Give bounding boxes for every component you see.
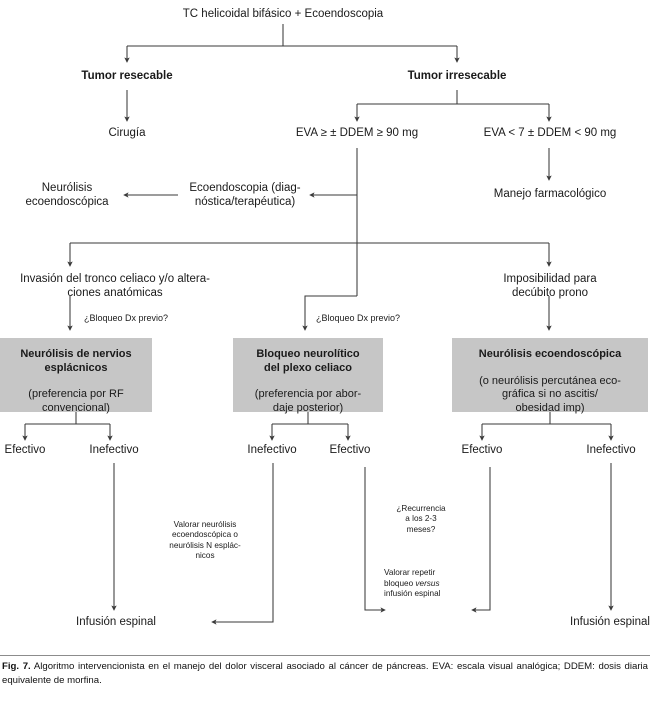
terminal-infusion-espinal-right: Infusión espinal bbox=[570, 616, 650, 628]
node-invasion-tronco-celiaco: Invasión del tronco celiaco y/o altera- … bbox=[20, 273, 210, 299]
outcome-left-ineffective: Inefectivo bbox=[89, 444, 139, 456]
node-manejo-farmacologico: Manejo farmacológico bbox=[493, 188, 607, 200]
flowchart-connectors bbox=[22, 24, 614, 625]
treatment-box-subtitle: (o neurólisis percutánea eco- gráfica si… bbox=[479, 375, 621, 414]
annotation-valorar-repetir-versus: versus bbox=[415, 578, 440, 588]
node-tumor-resecable: Tumor resecable bbox=[81, 70, 173, 82]
treatment-box-title: Bloqueo neurolítico del plexo celiaco bbox=[256, 348, 360, 374]
treatment-box-neurolisis-nervios-esplacnicos[interactable]: Neurólisis de nervios esplácnicos (prefe… bbox=[0, 338, 152, 414]
node-tumor-irresecable: Tumor irresecable bbox=[407, 70, 507, 82]
edge-middle-ineffective-to-valorar bbox=[364, 467, 386, 613]
treatment-box-subtitle: (preferencia por abor- daje posterior) bbox=[254, 388, 362, 414]
terminal-infusion-espinal-left: Infusión espinal bbox=[76, 616, 156, 628]
figure-label: Fig. 7. bbox=[2, 661, 31, 672]
annotation-valorar-repetir-pre: Valorar repetir bloqueo bbox=[384, 568, 436, 588]
outcome-middle-ineffective: Inefectivo bbox=[247, 444, 297, 456]
outcome-right-effective: Efectivo bbox=[461, 444, 503, 456]
node-root: TC helicoidal bifásico + Ecoendoscopia bbox=[182, 8, 384, 20]
annotation-valorar-repetir-post: infusión espinal bbox=[384, 588, 441, 598]
outcome-right-ineffective: Inefectivo bbox=[586, 444, 636, 456]
node-cirugia: Cirugía bbox=[108, 127, 146, 139]
figure-caption: Fig. 7. Algoritmo intervencionista en el… bbox=[2, 660, 648, 688]
annotation-valorar-neurolisis: Valorar neurólisis ecoendoscópica o neur… bbox=[169, 520, 241, 560]
edge-middle-effective-to-valorar bbox=[471, 467, 491, 613]
treatment-box-neurolisis-ecoendoscopica[interactable]: Neurólisis ecoendoscópica (o neurólisis … bbox=[452, 338, 648, 414]
treatment-box-bloqueo-neurolitico-plexo-celiaco[interactable]: Bloqueo neurolítico del plexo celiaco (p… bbox=[233, 338, 383, 414]
outcome-left-effective: Efectivo bbox=[4, 444, 46, 456]
outcome-middle-effective: Efectivo bbox=[329, 444, 371, 456]
label-bloqueo-dx-previo-left: ¿Bloqueo Dx previo? bbox=[84, 313, 169, 323]
figure-caption-text: Algoritmo intervencionista en el manejo … bbox=[2, 661, 648, 686]
annotation-recurrencia: ¿Recurrencia a los 2-3 meses? bbox=[396, 504, 446, 534]
treatment-box-title: Neurólisis ecoendoscópica bbox=[478, 348, 622, 361]
treatment-box-title: Neurólisis de nervios esplácnicos bbox=[20, 348, 132, 374]
flowchart-diagram: TC helicoidal bifásico + Ecoendoscopia T… bbox=[0, 8, 650, 628]
annotation-valorar-repetir: Valorar repetir bloqueo versus infusión … bbox=[384, 558, 474, 599]
caption-divider bbox=[0, 655, 650, 656]
node-neurolisis-ecoendoscopica-left: Neurólisis ecoendoscópica bbox=[25, 182, 109, 208]
node-eva-alto: EVA ≥ ± DDEM ≥ 90 mg bbox=[295, 127, 419, 139]
node-imposibilidad-decubito: Imposibilidad para decúbito prono bbox=[503, 273, 597, 299]
label-bloqueo-dx-previo-middle: ¿Bloqueo Dx previo? bbox=[316, 313, 401, 323]
node-eva-bajo: EVA < 7 ± DDEM < 90 mg bbox=[483, 127, 617, 139]
node-ecoendoscopia: Ecoendoscopia (diag- nóstica/terapéutica… bbox=[189, 182, 301, 208]
treatment-box-subtitle: (preferencia por RF convencional) bbox=[28, 388, 124, 414]
